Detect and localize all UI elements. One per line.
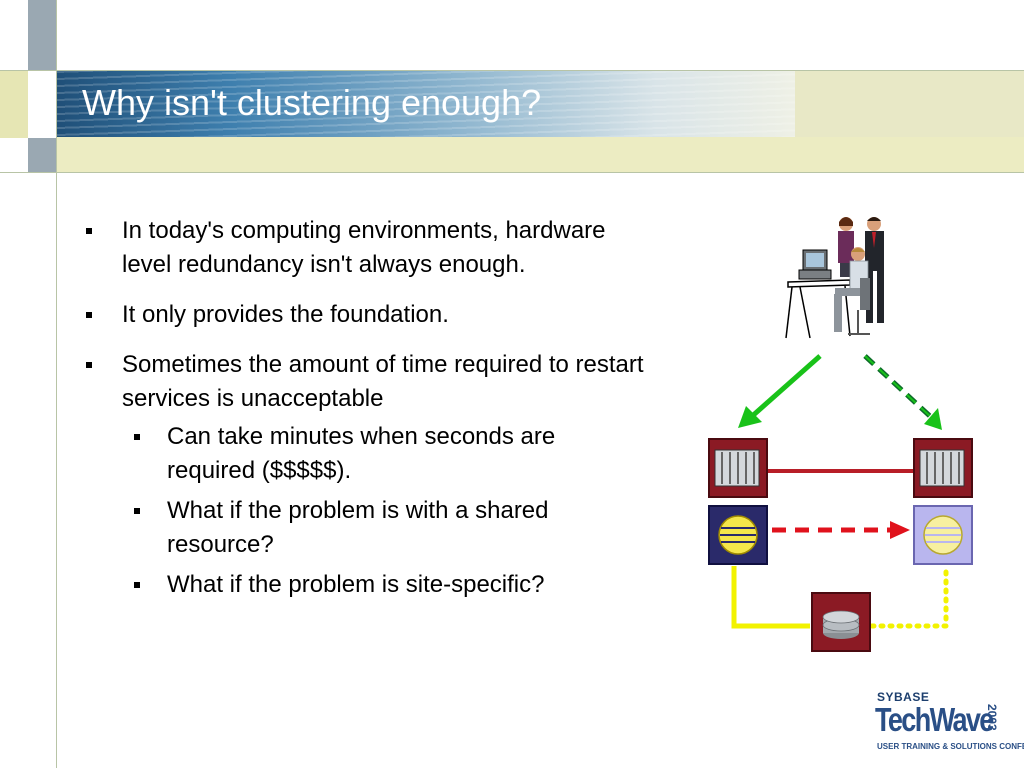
- database-engine-icon: [913, 505, 973, 565]
- title-banner-fade: [795, 71, 1024, 137]
- server-icon: [708, 438, 768, 498]
- sub-bullet-item: What if the problem is with a shared res…: [129, 494, 644, 562]
- header-bottom-rule: [0, 172, 1024, 173]
- logo-brand: SYBASE: [877, 690, 930, 704]
- active-connection-arrow: [748, 354, 822, 420]
- logo-year: 2003: [985, 704, 999, 731]
- failover-arrow-head: [924, 408, 942, 430]
- server-icon: [913, 438, 973, 498]
- database-engine-icon: [708, 505, 768, 565]
- sub-bullet-item: What if the problem is site-specific?: [129, 568, 644, 602]
- top-rule: [0, 70, 1024, 71]
- logo-name: TechWave: [875, 701, 994, 738]
- primary-storage-link: [731, 566, 810, 629]
- disk-storage-icon: [811, 592, 871, 652]
- bullet-item: It only provides the foundation.: [84, 298, 644, 332]
- techwave-logo: SYBASE TechWave 2003 USER TRAINING & SOL…: [875, 690, 1024, 760]
- standby-storage-link: [869, 563, 949, 629]
- sub-bullet-item: Can take minutes when seconds are requir…: [129, 420, 644, 488]
- cluster-diagram: [708, 217, 973, 652]
- title-under-strip: [57, 137, 1024, 172]
- logo-tagline: USER TRAINING & SOLUTIONS CONFERENCE: [877, 742, 1024, 751]
- corner-block-square: [28, 138, 56, 172]
- title-banner-texture: [57, 71, 797, 137]
- corner-block-left: [0, 70, 28, 138]
- left-rule: [56, 0, 57, 768]
- office-workers-icon: [785, 217, 884, 339]
- bullet-item: In today's computing environments, hardw…: [84, 214, 644, 282]
- active-arrow-head: [738, 406, 762, 428]
- corner-block-lower: [0, 138, 28, 172]
- bullet-item: Sometimes the amount of time required to…: [84, 348, 644, 416]
- corner-block-top: [28, 0, 56, 70]
- slide-title: Why isn't clustering enough?: [82, 82, 542, 123]
- bullet-list: In today's computing environments, hardw…: [84, 214, 644, 608]
